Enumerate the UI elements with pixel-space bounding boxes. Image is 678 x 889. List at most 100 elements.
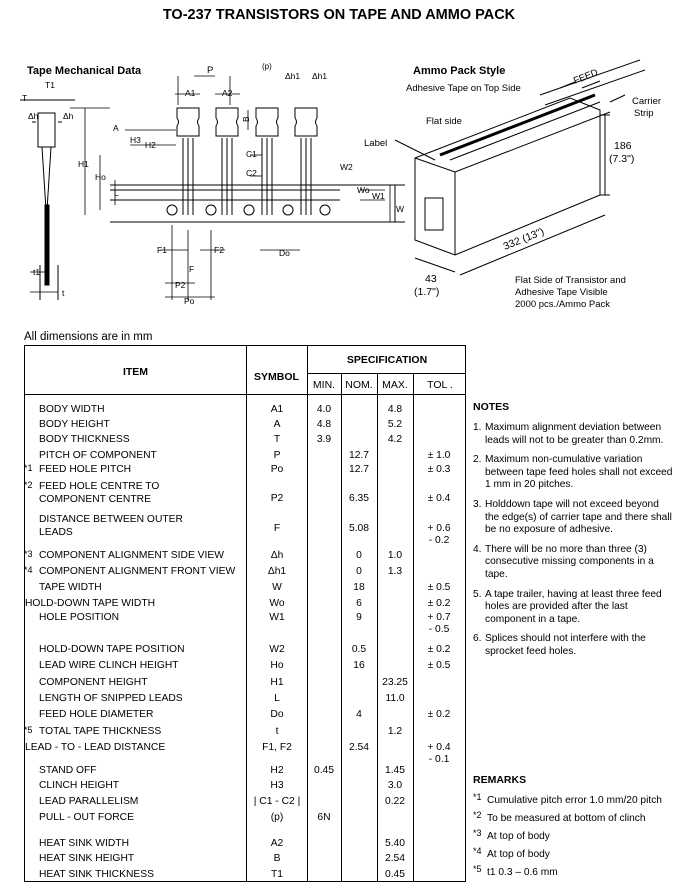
flat-side-label: Flat side xyxy=(426,116,462,127)
cell-sym: t xyxy=(275,726,279,737)
cell-max: 2.54 xyxy=(384,853,406,864)
cell-tol: ± 1.0 xyxy=(427,450,451,461)
cell-item: FEED HOLE DIAMETER xyxy=(39,709,154,720)
cell-max: 4.2 xyxy=(387,434,403,445)
label-Do: Do xyxy=(279,248,290,258)
cell-item: PULL - OUT FORCE xyxy=(39,812,134,823)
label-H1: H1 xyxy=(78,159,89,169)
carrier-label-2: Strip xyxy=(634,108,654,119)
cell-tol: ± 0.2 xyxy=(427,598,451,609)
label-Wo: Wo xyxy=(357,185,370,195)
cell-max: 11.0 xyxy=(385,693,405,704)
dim-43: 43 xyxy=(425,273,437,285)
label-H2: H2 xyxy=(145,140,156,150)
cell-sym: Wo xyxy=(269,598,285,609)
adhesive-label: Adhesive Tape on Top Side xyxy=(406,83,521,94)
label-Ho: Ho xyxy=(95,172,106,182)
cell-item: BODY THICKNESS xyxy=(39,434,130,445)
cell-sym: (p) xyxy=(270,812,284,823)
dim-186-in: (7.3") xyxy=(609,153,634,165)
cell-nom: 12.7 xyxy=(348,450,370,461)
label-t1: t1 xyxy=(33,267,40,277)
label-label: Label xyxy=(364,138,387,149)
cell-tol: ± 0.2 xyxy=(427,644,451,655)
cell-item: BODY HEIGHT xyxy=(39,419,110,430)
label-dh: Δh xyxy=(28,111,39,121)
label-P: P xyxy=(207,65,213,76)
cell-tol: ± 0.5 xyxy=(427,582,451,593)
label-W1: W1 xyxy=(372,191,385,201)
note-item: 2.Maximum non-cumulative variation betwe… xyxy=(473,454,673,491)
note-item: 1.Maximum alignment deviation between le… xyxy=(473,422,664,446)
cell-item: PITCH OF COMPONENT xyxy=(39,450,157,461)
cell-sym: B xyxy=(273,853,281,864)
cell-item: HEAT SINK HEIGHT xyxy=(39,853,135,864)
component-bodies xyxy=(176,107,318,215)
cell-sym: L xyxy=(274,693,280,704)
label-C2: C2 xyxy=(246,168,257,178)
cell-max: 1.2 xyxy=(387,726,403,737)
cell-tol: ± 0.3 xyxy=(427,464,451,475)
cell-sym: F1, F2 xyxy=(262,742,292,753)
cell-item: COMPONENT HEIGHT xyxy=(39,677,148,688)
label-pull: (p) xyxy=(262,62,272,71)
header-min: MIN. xyxy=(312,379,336,391)
cell-min: 0.45 xyxy=(313,765,335,776)
cell-item: HOLE POSITION xyxy=(39,612,120,623)
note-item: 6.Splices should not interfere with the … xyxy=(473,633,646,657)
cell-sym: Δh1 xyxy=(267,566,287,577)
cell-nom: 4 xyxy=(356,709,362,720)
side-view xyxy=(20,99,75,300)
footnote-marker: *1 xyxy=(24,463,33,473)
note-item: 3.Holddown tape will not exceed beyond t… xyxy=(473,498,672,536)
cell-nom: 0 xyxy=(356,566,362,577)
cell-nom: 12.7 xyxy=(348,464,370,475)
cell-sym: F xyxy=(273,523,281,534)
cell-max: 1.0 xyxy=(387,550,403,561)
cell-nom: 9 xyxy=(356,612,362,623)
tape-drawing: Tape Mechanical Data Ammo Pack Style Adh… xyxy=(20,59,661,310)
ammo-heading: Ammo Pack Style xyxy=(413,65,505,77)
cell-tol: + 0.6 xyxy=(427,523,451,534)
cell-item: LEADS xyxy=(39,527,73,538)
cell-item: HOLD-DOWN TAPE POSITION xyxy=(39,644,185,655)
cell-sym: A xyxy=(273,419,281,430)
cell-item: LEAD PARALLELISM xyxy=(39,796,139,807)
label-A2: A2 xyxy=(222,88,233,98)
cell-sym: W1 xyxy=(269,612,285,623)
cell-item: CLINCH HEIGHT xyxy=(39,780,120,791)
cell-nom: 5.08 xyxy=(348,523,370,534)
header-symbol: SYMBOL xyxy=(254,371,299,383)
cell-max: 4.8 xyxy=(387,404,403,415)
cell-tol: ± 0.2 xyxy=(427,709,451,720)
cell-sym: Po xyxy=(270,464,284,475)
dim-43-in: (1.7") xyxy=(414,286,439,298)
caption-line-1: Flat Side of Transistor and xyxy=(515,275,626,286)
label-A: A xyxy=(113,123,119,133)
cell-sym: A2 xyxy=(270,838,284,849)
cell-tol: + 0.4 xyxy=(427,742,451,753)
cell-item st: LEAD - TO - LEAD DISTANCE xyxy=(25,742,166,753)
label-T1: T1 xyxy=(45,80,55,90)
cell-item: COMPONENT CENTRE xyxy=(39,494,151,505)
label-H3: H3 xyxy=(130,135,141,145)
note-item: 4.There will be no more than three (3) c… xyxy=(473,543,654,580)
cell-nom: 2.54 xyxy=(348,742,370,753)
cell-min: 4.8 xyxy=(316,419,332,430)
header-tol: TOL . xyxy=(427,379,453,391)
cell-item: DISTANCE BETWEEN OUTER xyxy=(39,514,183,525)
cell-max: 3.0 xyxy=(387,780,403,791)
cell-max: 23.25 xyxy=(382,677,408,688)
label-F: F xyxy=(189,264,194,274)
cell-nom: 6 xyxy=(356,598,362,609)
cell-max: 0.45 xyxy=(384,869,406,880)
cell-sym: T xyxy=(273,434,281,445)
cell-max: 1.45 xyxy=(384,765,406,776)
cell-tol: - 0.2 xyxy=(428,535,450,546)
cell-item: HEAT SINK THICKNESS xyxy=(39,869,155,880)
